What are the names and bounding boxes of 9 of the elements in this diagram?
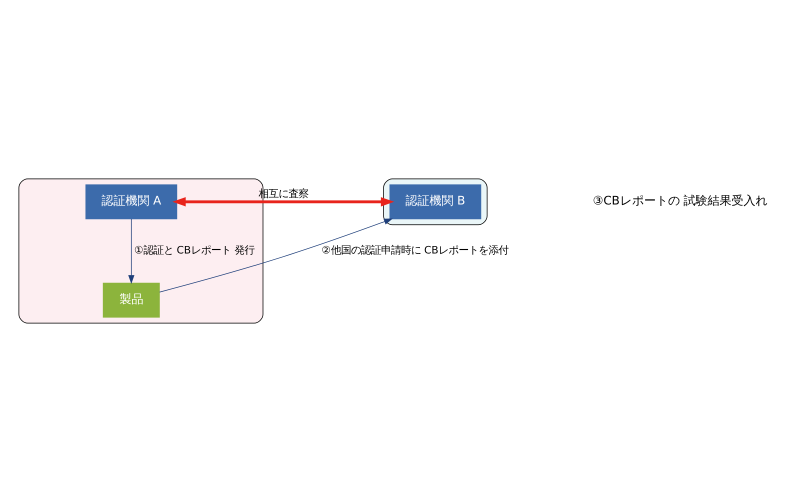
node-box: 製品 (102, 282, 160, 318)
node-box: 認証機関 A (85, 184, 178, 220)
node-box: 認証機関 B (389, 184, 482, 220)
label: ③CBレポートの 試験結果受入れ (592, 194, 768, 208)
arrow (128, 218, 134, 284)
edge-label: ②他国の認証申請時に CBレポートを添付 (322, 244, 508, 257)
arrow (159, 218, 393, 292)
arrow (172, 197, 394, 206)
edge-label: ①認証と CBレポート 発行 (134, 244, 254, 257)
